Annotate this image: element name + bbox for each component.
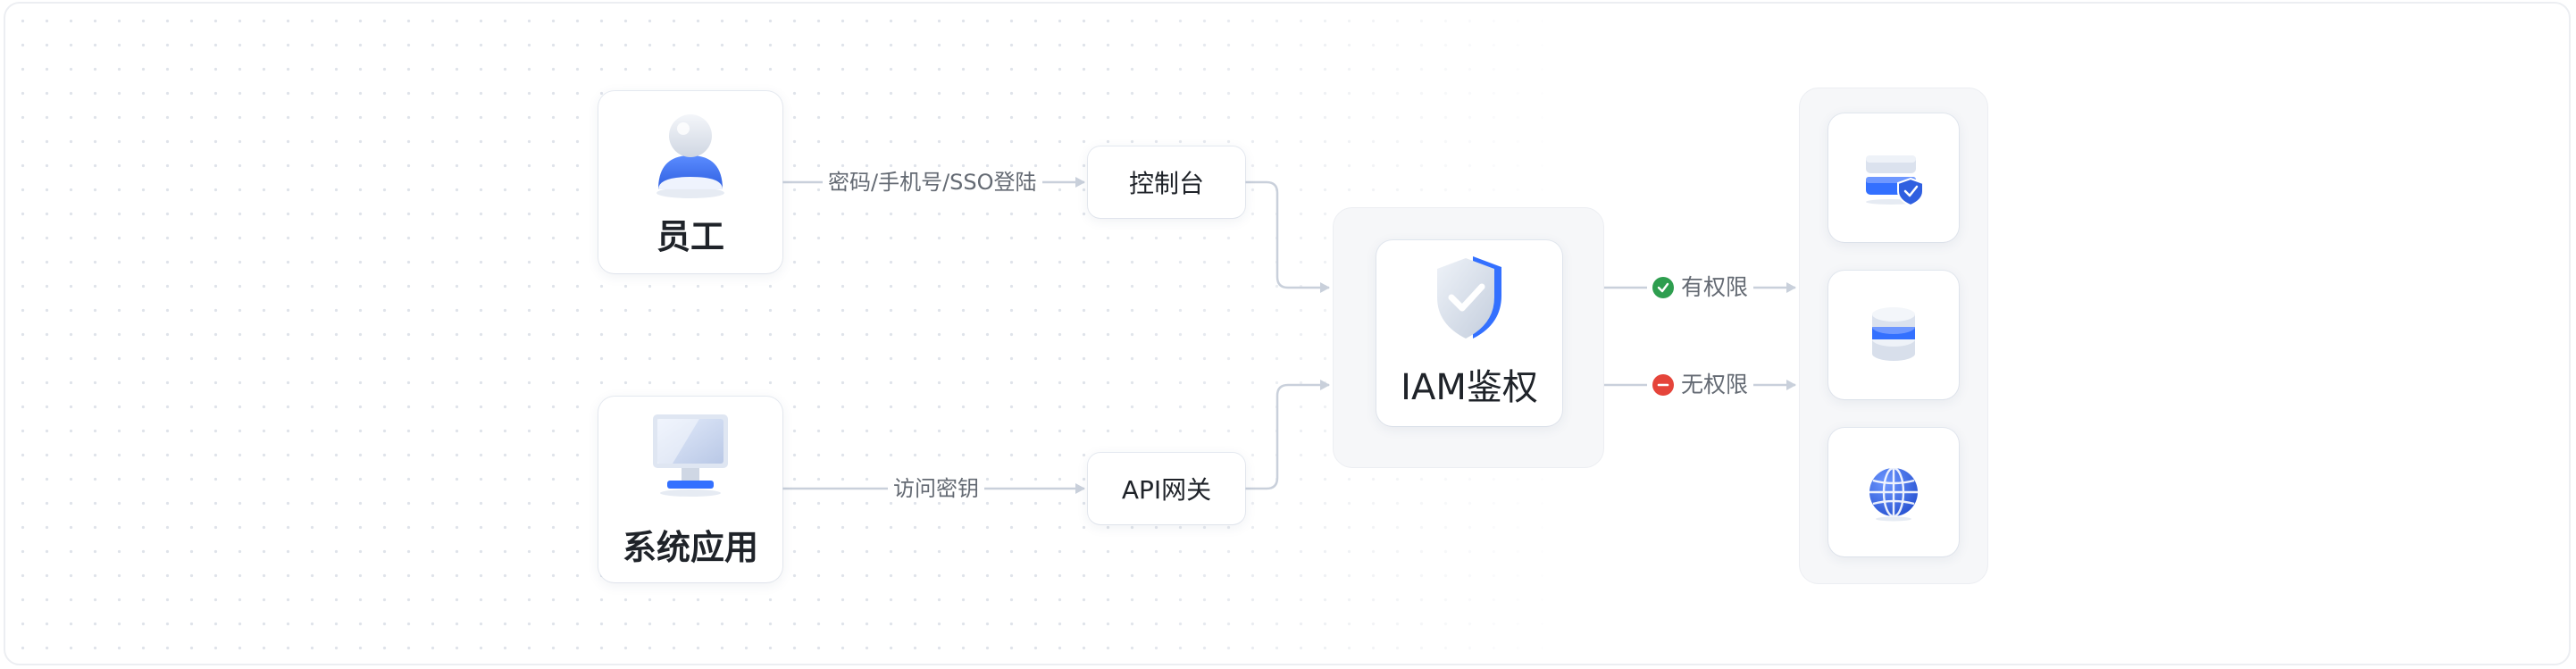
status-allowed-label: 有权限 [1681, 274, 1749, 300]
minus-circle-icon [1652, 374, 1674, 396]
edge-console-iam [1243, 180, 1330, 293]
server-shield-icon [1866, 155, 1924, 207]
resource-globe [1828, 428, 1959, 556]
console-node: 控制台 [1088, 146, 1245, 218]
diagram-canvas: 密码/手机号/SSO登陆 访问密钥 员工 [4, 2, 2571, 665]
api-gateway-node: API网关 [1088, 453, 1245, 524]
iam-panel: IAM鉴权 [1333, 207, 1604, 468]
iam-node: IAM鉴权 [1376, 240, 1562, 426]
check-circle-icon [1652, 277, 1674, 298]
status-denied-label: 无权限 [1681, 372, 1749, 397]
shield-check-icon [1437, 256, 1501, 339]
status-allowed: 有权限 [1647, 274, 1754, 301]
user-icon [657, 114, 724, 198]
status-denied: 无权限 [1647, 372, 1754, 398]
resources-panel [1799, 88, 1988, 584]
connector-lines [781, 177, 1796, 494]
edge-gateway-iam [1243, 380, 1330, 490]
edge-label-access-key: 访问密钥 [888, 475, 984, 502]
edge-label-login-methods: 密码/手机号/SSO登陆 [823, 169, 1042, 196]
monitor-icon [653, 414, 728, 497]
employee-label: 员工 [656, 217, 724, 256]
dot-grid-background [5, 4, 1568, 664]
database-icon [1872, 307, 1915, 361]
resource-server [1828, 113, 1959, 242]
resource-database [1828, 271, 1959, 399]
iam-label: IAM鉴权 [1401, 367, 1538, 408]
system-app-node: 系统应用 [598, 397, 782, 582]
globe-icon [1869, 466, 1918, 522]
employee-node: 员工 [598, 91, 782, 273]
system-app-label: 系统应用 [622, 528, 758, 567]
